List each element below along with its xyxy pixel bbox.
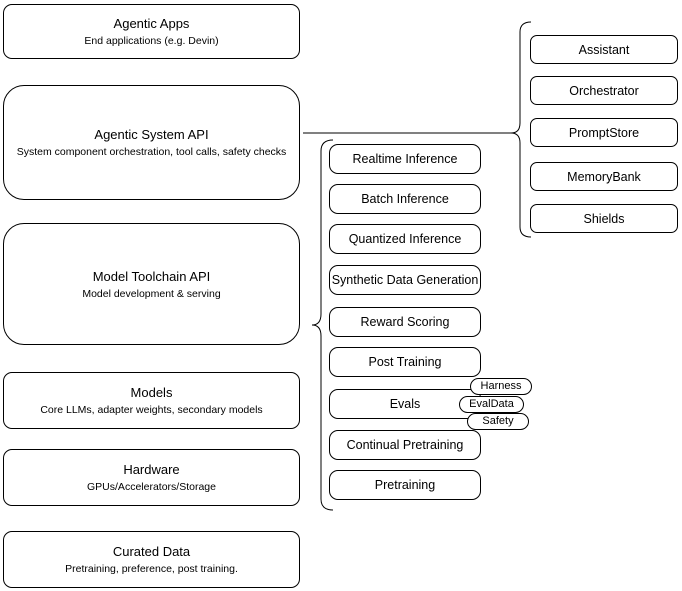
- node-post-training: Post Training: [329, 347, 481, 377]
- node-pretraining: Pretraining: [329, 470, 481, 500]
- node-models: Models Core LLMs, adapter weights, secon…: [3, 372, 300, 429]
- node-evals: Evals: [329, 389, 481, 419]
- node-batch-inference: Batch Inference: [329, 184, 481, 214]
- node-subtitle: Core LLMs, adapter weights, secondary mo…: [40, 404, 263, 416]
- badge-harness: Harness: [470, 378, 532, 395]
- badge-safety: Safety: [467, 413, 529, 430]
- node-model-toolchain-api: Model Toolchain API Model development & …: [3, 223, 300, 345]
- node-subtitle: Pretraining, preference, post training.: [65, 563, 238, 575]
- node-synthetic-data-generation: Synthetic Data Generation: [329, 265, 481, 295]
- node-orchestrator: Orchestrator: [530, 76, 678, 105]
- node-hardware: Hardware GPUs/Accelerators/Storage: [3, 449, 300, 506]
- node-subtitle: System component orchestration, tool cal…: [16, 146, 287, 158]
- system-components-brace: [510, 21, 532, 238]
- node-title: Models: [130, 385, 173, 400]
- node-memorybank: MemoryBank: [530, 162, 678, 191]
- node-reward-scoring: Reward Scoring: [329, 307, 481, 337]
- badge-evaldata: EvalData: [459, 396, 524, 413]
- node-assistant: Assistant: [530, 35, 678, 64]
- node-shields: Shields: [530, 204, 678, 233]
- node-quantized-inference: Quantized Inference: [329, 224, 481, 254]
- node-realtime-inference: Realtime Inference: [329, 144, 481, 174]
- node-subtitle: GPUs/Accelerators/Storage: [87, 481, 216, 493]
- node-curated-data: Curated Data Pretraining, preference, po…: [3, 531, 300, 588]
- node-subtitle: End applications (e.g. Devin): [84, 35, 219, 47]
- node-promptstore: PromptStore: [530, 118, 678, 147]
- node-title: Agentic Apps: [113, 16, 190, 31]
- node-agentic-system-api: Agentic System API System component orch…: [3, 85, 300, 200]
- node-subtitle: Model development & serving: [82, 287, 221, 300]
- node-title: Agentic System API: [94, 127, 209, 142]
- node-continual-pretraining: Continual Pretraining: [329, 430, 481, 460]
- node-title: Hardware: [123, 462, 180, 477]
- node-agentic-apps: Agentic Apps End applications (e.g. Devi…: [3, 4, 300, 59]
- node-title: Model Toolchain API: [92, 268, 211, 284]
- node-title: Curated Data: [112, 544, 191, 559]
